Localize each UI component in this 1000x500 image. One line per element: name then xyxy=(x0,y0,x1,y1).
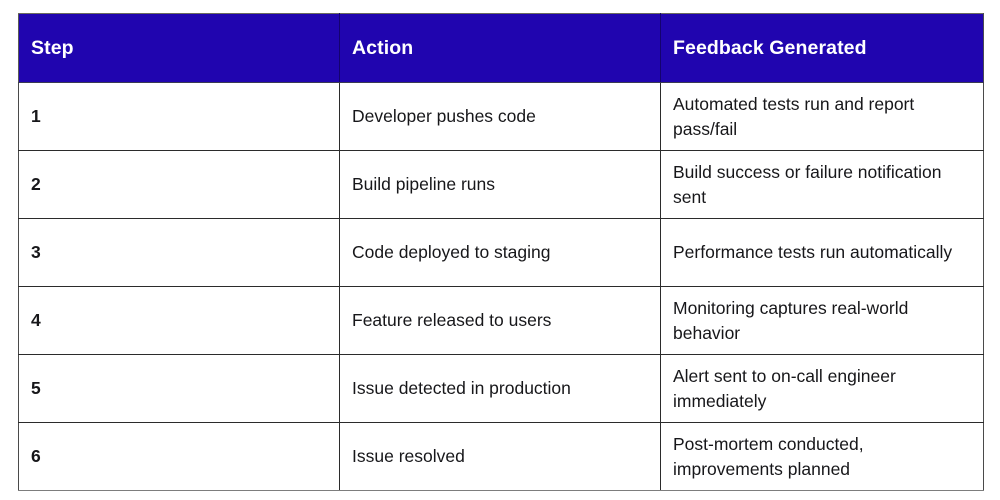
action-text: Developer pushes code xyxy=(352,106,536,126)
feedback-text: Monitoring captures real-world behavior xyxy=(673,297,909,343)
cell-feedback: Build success or failure notification se… xyxy=(660,150,984,219)
feedback-text: Alert sent to on-call engineer immediate… xyxy=(673,365,896,411)
cell-feedback: Post-mortem conducted, improvements plan… xyxy=(660,422,984,491)
feedback-loop-table: Step Action Feedback Generated 1 Develop… xyxy=(18,13,984,491)
cell-action: Developer pushes code xyxy=(339,82,661,151)
action-text: Code deployed to staging xyxy=(352,242,551,262)
step-number: 3 xyxy=(31,242,41,262)
step-number: 1 xyxy=(31,106,41,126)
cell-step: 1 xyxy=(18,82,340,151)
cell-action: Issue detected in production xyxy=(339,354,661,423)
table-row: 2 Build pipeline runs Build success or f… xyxy=(18,150,984,219)
cell-action: Issue resolved xyxy=(339,422,661,491)
column-header-action[interactable]: Action xyxy=(339,13,661,83)
cell-step: 6 xyxy=(18,422,340,491)
cell-step: 4 xyxy=(18,286,340,355)
table-row: 6 Issue resolved Post-mortem conducted, … xyxy=(18,422,984,491)
cell-action: Build pipeline runs xyxy=(339,150,661,219)
cell-action: Feature released to users xyxy=(339,286,661,355)
table-row: 4 Feature released to users Monitoring c… xyxy=(18,286,984,355)
table-row: 3 Code deployed to staging Performance t… xyxy=(18,218,984,287)
step-number: 6 xyxy=(31,446,41,466)
feedback-text: Post-mortem conducted, improvements plan… xyxy=(673,433,864,479)
table-row: 5 Issue detected in production Alert sen… xyxy=(18,354,984,423)
step-number: 4 xyxy=(31,310,41,330)
action-text: Feature released to users xyxy=(352,310,552,330)
cell-step: 3 xyxy=(18,218,340,287)
cell-feedback: Performance tests run automatically xyxy=(660,218,984,287)
cell-action: Code deployed to staging xyxy=(339,218,661,287)
table-row: 1 Developer pushes code Automated tests … xyxy=(18,82,984,151)
action-text: Issue detected in production xyxy=(352,378,571,398)
feedback-text: Build success or failure notification se… xyxy=(673,161,942,207)
header-row: Step Action Feedback Generated xyxy=(18,13,984,83)
column-header-feedback[interactable]: Feedback Generated xyxy=(660,13,984,83)
cell-step: 5 xyxy=(18,354,340,423)
column-header-step[interactable]: Step xyxy=(18,13,340,83)
action-text: Issue resolved xyxy=(352,446,465,466)
step-number: 5 xyxy=(31,378,41,398)
action-text: Build pipeline runs xyxy=(352,174,496,194)
table-body: 1 Developer pushes code Automated tests … xyxy=(18,82,984,491)
cell-feedback: Automated tests run and report pass/fail xyxy=(660,82,984,151)
feedback-text: Performance tests run automatically xyxy=(673,242,953,262)
cell-step: 2 xyxy=(18,150,340,219)
step-number: 2 xyxy=(31,174,41,194)
feedback-text: Automated tests run and report pass/fail xyxy=(673,93,915,139)
table-container: Step Action Feedback Generated 1 Develop… xyxy=(18,13,984,491)
table-header: Step Action Feedback Generated xyxy=(18,13,984,83)
cell-feedback: Alert sent to on-call engineer immediate… xyxy=(660,354,984,423)
cell-feedback: Monitoring captures real-world behavior xyxy=(660,286,984,355)
